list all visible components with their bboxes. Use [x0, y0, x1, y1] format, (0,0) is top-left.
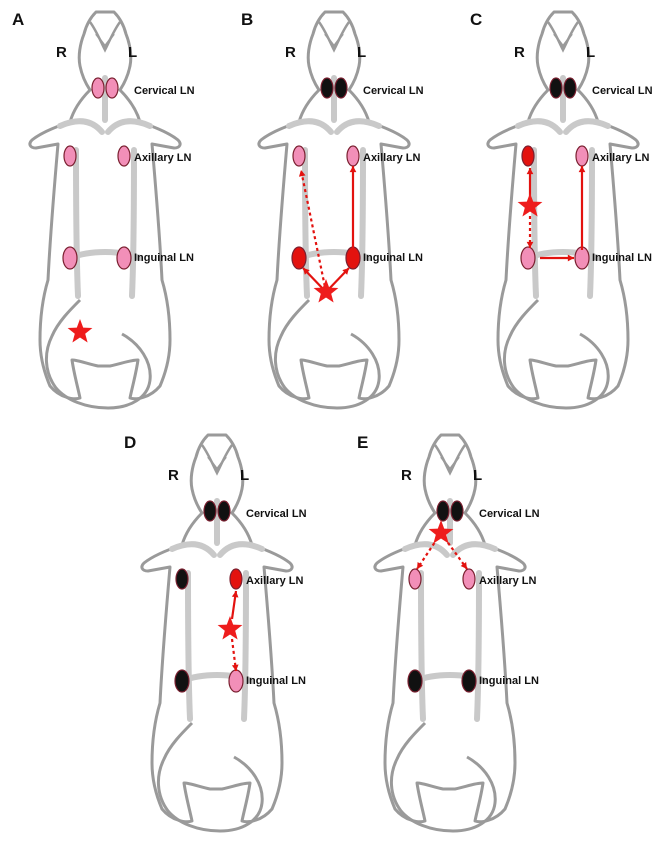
lymph-vessel	[421, 573, 423, 719]
cervical-ln-node	[451, 501, 463, 521]
axillary-ln-right	[522, 146, 534, 166]
lymph-vessel	[590, 150, 592, 296]
lymph-vessel	[534, 150, 536, 296]
axillary-ln-label: Axillary LN	[134, 152, 191, 164]
right-side-label: R	[514, 44, 525, 61]
inguinal-ln-left	[346, 247, 360, 269]
cervical-ln-node	[92, 78, 104, 98]
cervical-ln-node	[218, 501, 230, 521]
inguinal-ln-right	[175, 670, 189, 692]
inguinal-ln-left	[462, 670, 476, 692]
axillary-ln-left	[463, 569, 475, 589]
mouse-body-outline	[142, 435, 292, 822]
cervical-ln-label: Cervical LN	[134, 85, 195, 97]
inguinal-ln-left	[117, 247, 131, 269]
axillary-ln-left	[230, 569, 242, 589]
mouse-body-outline	[259, 12, 409, 399]
mouse-body-outline	[375, 435, 525, 822]
cervical-ln-node	[437, 501, 449, 521]
axillary-ln-label: Axillary LN	[479, 575, 536, 587]
axillary-ln-right	[409, 569, 421, 589]
left-side-label: L	[128, 44, 137, 61]
panel-b: B R L Cervical LN Axillary LN Inguinal L…	[229, 0, 449, 420]
mouse-diagram	[458, 0, 665, 420]
inguinal-ln-right	[521, 247, 535, 269]
left-side-label: L	[357, 44, 366, 61]
right-side-label: R	[401, 467, 412, 484]
mouse-body-outline	[488, 12, 638, 399]
cervical-ln-label: Cervical LN	[592, 85, 653, 97]
right-side-label: R	[168, 467, 179, 484]
axillary-ln-right	[293, 146, 305, 166]
mouse-diagram	[229, 0, 449, 420]
inguinal-ln-right	[292, 247, 306, 269]
axillary-ln-left	[576, 146, 588, 166]
panel-d: D R L Cervical LN Axillary LN Inguinal L…	[112, 423, 332, 843]
left-side-label: L	[473, 467, 482, 484]
lymph-vessel	[244, 573, 246, 719]
inguinal-ln-left	[229, 670, 243, 692]
panel-c: C R L Cervical LN Axillary LN Inguinal L…	[458, 0, 665, 420]
inguinal-ln-right	[408, 670, 422, 692]
inguinal-ln-label: Inguinal LN	[479, 675, 539, 687]
lymph-vessel	[132, 150, 134, 296]
axillary-ln-label: Axillary LN	[363, 152, 420, 164]
cervical-ln-node	[204, 501, 216, 521]
axillary-ln-right	[176, 569, 188, 589]
axillary-ln-left	[347, 146, 359, 166]
inguinal-ln-left	[575, 247, 589, 269]
lymph-vessel	[477, 573, 479, 719]
axillary-ln-left	[118, 146, 130, 166]
cervical-ln-label: Cervical LN	[363, 85, 424, 97]
axillary-ln-label: Axillary LN	[592, 152, 649, 164]
panel-a: A R L Cervical LN Axillary LN Inguinal L…	[0, 0, 220, 420]
inguinal-ln-label: Inguinal LN	[363, 252, 423, 264]
left-side-label: L	[586, 44, 595, 61]
mouse-diagram	[112, 423, 332, 843]
inguinal-ln-label: Inguinal LN	[246, 675, 306, 687]
cervical-ln-label: Cervical LN	[246, 508, 307, 520]
lymph-vessel	[188, 573, 190, 719]
cervical-ln-node	[321, 78, 333, 98]
lymph-vessel	[76, 150, 78, 296]
right-side-label: R	[285, 44, 296, 61]
left-side-label: L	[240, 467, 249, 484]
cervical-ln-node	[564, 78, 576, 98]
panel-e: E R L Cervical LN Axillary LN Inguinal L…	[345, 423, 565, 843]
right-side-label: R	[56, 44, 67, 61]
inguinal-ln-label: Inguinal LN	[592, 252, 652, 264]
axillary-ln-label: Axillary LN	[246, 575, 303, 587]
inguinal-ln-right	[63, 247, 77, 269]
cervical-ln-node	[106, 78, 118, 98]
cervical-ln-label: Cervical LN	[479, 508, 540, 520]
inguinal-ln-label: Inguinal LN	[134, 252, 194, 264]
axillary-ln-right	[64, 146, 76, 166]
mouse-diagram	[345, 423, 565, 843]
cervical-ln-node	[550, 78, 562, 98]
mouse-diagram	[0, 0, 220, 420]
lymph-vessel	[361, 150, 363, 296]
mouse-body-outline	[30, 12, 180, 399]
cervical-ln-node	[335, 78, 347, 98]
